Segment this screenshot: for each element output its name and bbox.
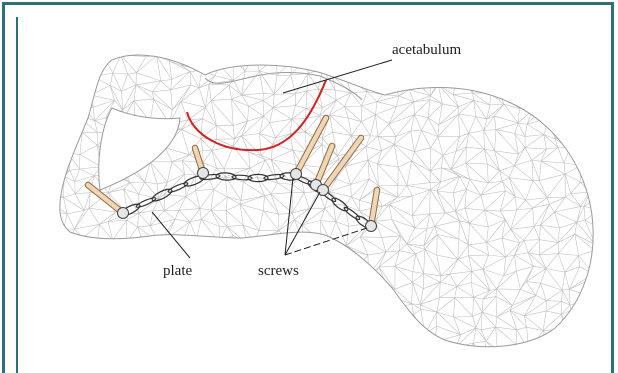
leader-acetabulum	[283, 60, 392, 93]
bone-mesh	[44, 40, 610, 366]
screw	[195, 148, 209, 179]
screw	[88, 185, 129, 219]
label-plate: plate	[163, 263, 192, 279]
screw-head	[366, 221, 377, 232]
screw-head	[118, 208, 129, 219]
screw-head	[198, 168, 209, 179]
label-acetabulum: acetabulum	[392, 42, 461, 58]
mesh-lines	[44, 40, 610, 366]
label-screws: screws	[258, 263, 299, 279]
screw	[366, 190, 378, 232]
screw-head	[291, 169, 302, 180]
